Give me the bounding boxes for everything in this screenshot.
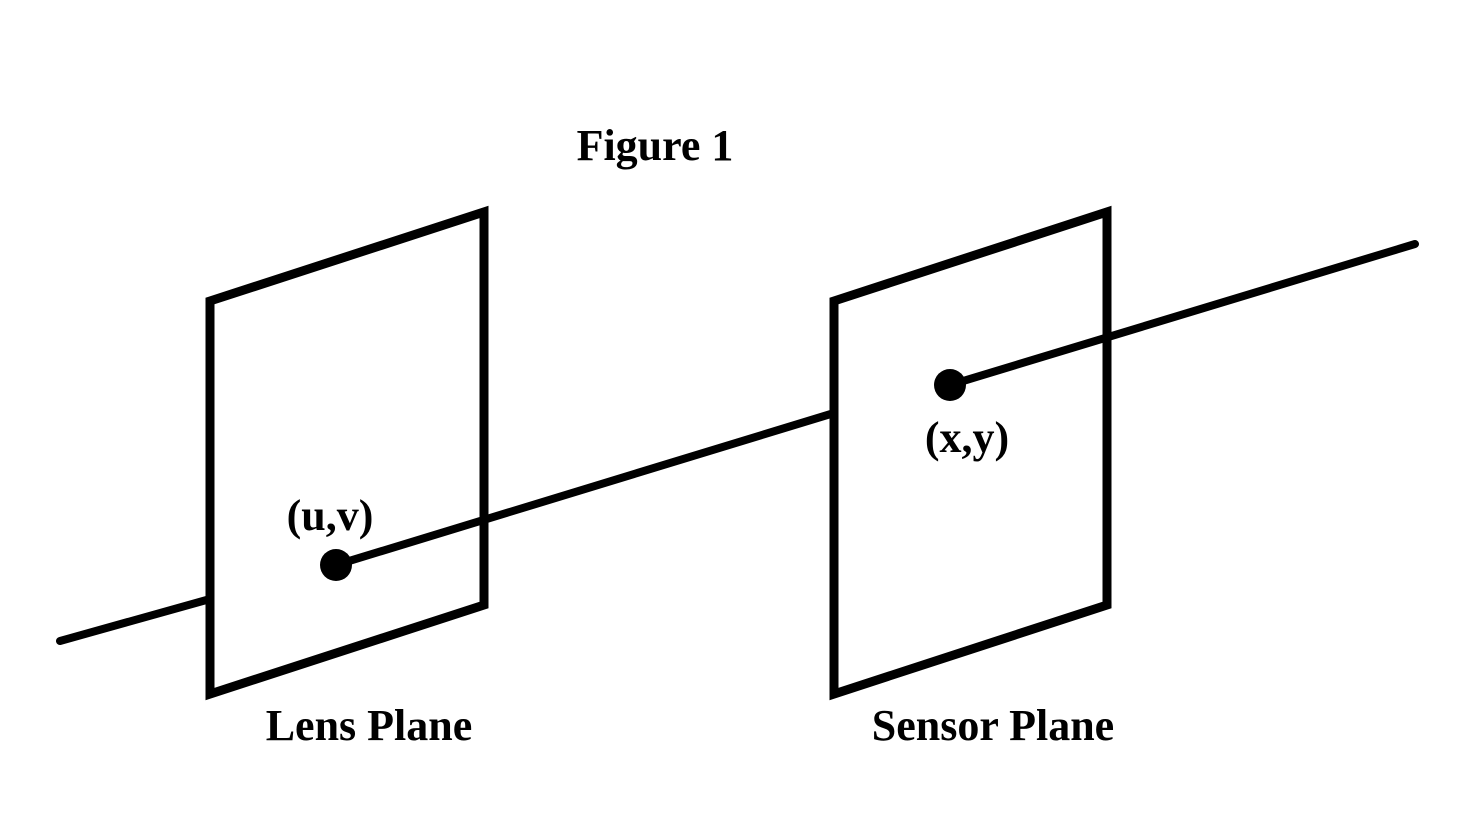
figure-title: Figure 1 (577, 121, 734, 170)
lens-point-marker (320, 549, 352, 581)
sensor-point-marker (934, 369, 966, 401)
ray-outgoing-segment (946, 240, 1419, 389)
sensor-plane (829, 205, 1112, 701)
lens-plane-label: Lens Plane (266, 701, 473, 750)
lens-point-label: (u,v) (287, 491, 374, 540)
lens-plane (205, 205, 489, 701)
sensor-point-label: (x,y) (925, 413, 1009, 462)
ray-incoming-segment (56, 595, 214, 645)
sensor-plane-label: Sensor Plane (872, 701, 1114, 750)
ray-middle-segment (332, 409, 838, 569)
